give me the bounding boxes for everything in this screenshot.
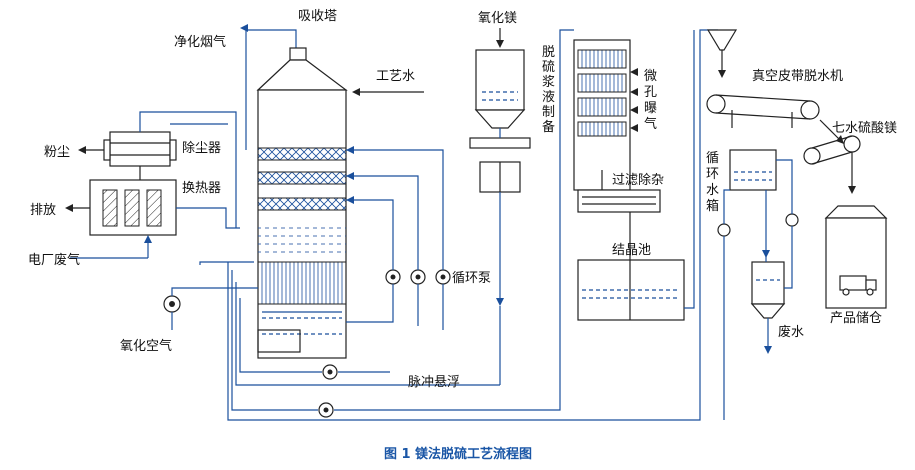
plant-flue-gas-label: 电厂废气 bbox=[28, 252, 80, 268]
micro-aeration-column bbox=[573, 39, 638, 191]
heat-exchanger bbox=[89, 179, 177, 236]
slurry-prep-label: 脱硫浆液制备 bbox=[542, 45, 555, 135]
dust-collector-label: 除尘器 bbox=[182, 141, 221, 156]
vacuum-belt-label: 真空皮带脱水机 bbox=[752, 69, 843, 84]
dust-collector bbox=[103, 131, 177, 167]
mgso4-label: 七水硫酸镁 bbox=[832, 121, 897, 136]
settling-tank bbox=[750, 261, 786, 319]
circulation-pump-label: 循环泵 bbox=[452, 271, 491, 286]
crystallization-tank bbox=[577, 259, 685, 321]
oxidation-air-label: 氧化空气 bbox=[120, 338, 172, 354]
filter-unit bbox=[577, 189, 661, 213]
waste-water-label: 废水 bbox=[778, 324, 804, 340]
oxidation-air-blower bbox=[163, 295, 181, 313]
filter-impurity-label: 过滤除杂 bbox=[612, 173, 664, 188]
figure-caption: 图 1 镁法脱硫工艺流程图 bbox=[384, 446, 532, 462]
circulation-pumps bbox=[385, 269, 451, 285]
slurry-prep-tank bbox=[469, 28, 531, 193]
magnesium-oxide-label: 氧化镁 bbox=[478, 11, 517, 26]
clean-gas-label: 净化烟气 bbox=[174, 34, 226, 50]
dust-label: 粉尘 bbox=[44, 145, 70, 160]
product-silo bbox=[824, 205, 888, 309]
crystallization-tank-label: 结晶池 bbox=[612, 243, 651, 258]
vacuum-belt-filter bbox=[706, 29, 820, 128]
absorber-label: 吸收塔 bbox=[298, 9, 337, 24]
product-conveyor bbox=[803, 135, 861, 165]
circulating-water-tank bbox=[729, 149, 777, 191]
absorber-tower bbox=[256, 47, 348, 359]
pulse-suspension-label: 脉冲悬浮 bbox=[408, 375, 460, 390]
process-water-label: 工艺水 bbox=[376, 69, 415, 84]
heat-exchanger-label: 换热器 bbox=[182, 181, 221, 196]
product-storage-label: 产品储仓 bbox=[830, 311, 882, 326]
discharge-label: 排放 bbox=[30, 203, 56, 218]
micro-aeration-label: 微孔曝气 bbox=[644, 69, 657, 132]
circulating-tank-label: 循环水箱 bbox=[706, 151, 719, 214]
